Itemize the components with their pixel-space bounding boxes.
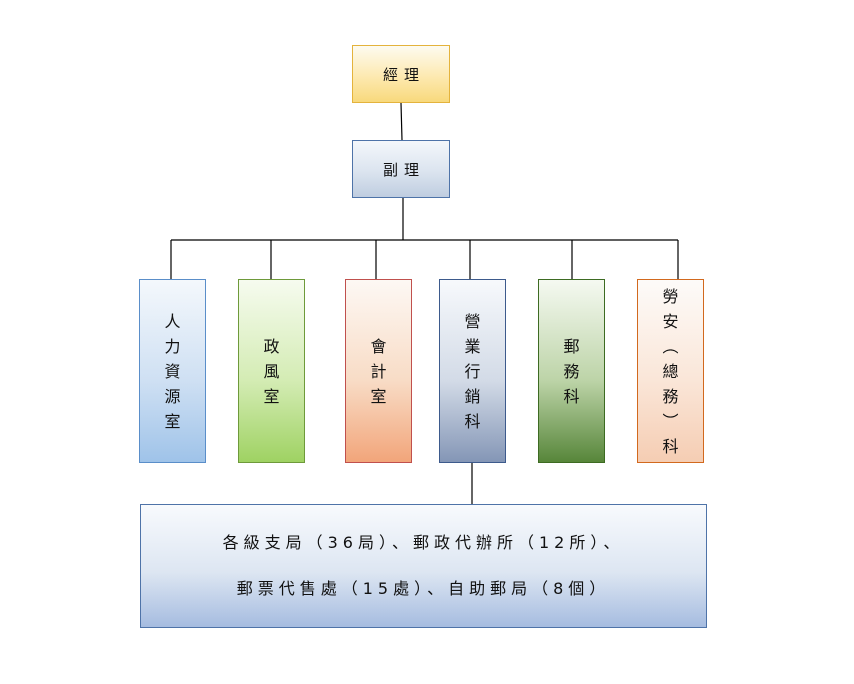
unit-box-ethics: 政風室 bbox=[238, 279, 305, 463]
unit-label-char: 勞 bbox=[662, 286, 679, 306]
unit-label-char: ︵ bbox=[662, 336, 679, 356]
unit-label-char: 總 bbox=[662, 361, 679, 381]
deputy-manager-box: 副理 bbox=[352, 140, 450, 198]
unit-label-char: 營 bbox=[464, 311, 481, 331]
unit-label-char: 會 bbox=[370, 336, 387, 356]
connector-manager-deputy bbox=[400, 102, 403, 141]
deputy-manager-label: 副理 bbox=[382, 160, 425, 179]
unit-label-postal: 郵務科 bbox=[563, 334, 579, 409]
unit-box-hr: 人力資源室 bbox=[139, 279, 206, 463]
unit-label-char: 室 bbox=[370, 386, 387, 406]
unit-label-char: 政 bbox=[263, 336, 280, 356]
unit-label-char: ︶ bbox=[662, 411, 679, 431]
unit-label-char: 銷 bbox=[464, 386, 481, 406]
unit-label-char: 科 bbox=[662, 436, 679, 456]
unit-label-char: 務 bbox=[563, 361, 580, 381]
unit-label-labor-safety: 勞安 ︵ 總務 ︶ 科 bbox=[662, 284, 678, 459]
unit-label-marketing: 營業行銷科 bbox=[464, 309, 480, 434]
unit-label-char: 力 bbox=[164, 336, 181, 356]
manager-box: 經理 bbox=[352, 45, 450, 103]
unit-label-char: 業 bbox=[464, 336, 481, 356]
unit-label-ethics: 政風室 bbox=[263, 334, 279, 409]
unit-label-char: 人 bbox=[164, 311, 181, 331]
unit-label-char: 風 bbox=[263, 361, 280, 381]
unit-label-char: 資 bbox=[164, 361, 181, 381]
unit-label-char: 室 bbox=[164, 411, 181, 431]
unit-label-accounting: 會計室 bbox=[370, 334, 386, 409]
unit-box-labor-safety: 勞安 ︵ 總務 ︶ 科 bbox=[637, 279, 704, 463]
unit-label-char: 科 bbox=[464, 411, 481, 431]
unit-label-char: 務 bbox=[662, 386, 679, 406]
unit-label-char: 安 bbox=[662, 311, 679, 331]
unit-label-char: 郵 bbox=[563, 336, 580, 356]
unit-box-postal: 郵務科 bbox=[538, 279, 605, 463]
unit-label-char: 科 bbox=[563, 386, 580, 406]
unit-label-char: 計 bbox=[370, 361, 387, 381]
manager-label: 經理 bbox=[382, 65, 425, 84]
unit-label-hr: 人力資源室 bbox=[164, 309, 180, 434]
unit-label-char: 行 bbox=[464, 361, 481, 381]
branch-offices-line-2: 郵票代售處（15處）、自助郵局（8個） bbox=[236, 579, 611, 598]
unit-box-marketing: 營業行銷科 bbox=[439, 279, 506, 463]
branch-offices-box: 各級支局（36局）、郵政代辦所（12所）、 郵票代售處（15處）、自助郵局（8個… bbox=[140, 504, 707, 628]
unit-label-char: 室 bbox=[263, 386, 280, 406]
unit-label-char: 源 bbox=[164, 386, 181, 406]
unit-box-accounting: 會計室 bbox=[345, 279, 412, 463]
branch-offices-line-1: 各級支局（36局）、郵政代辦所（12所）、 bbox=[222, 533, 625, 552]
